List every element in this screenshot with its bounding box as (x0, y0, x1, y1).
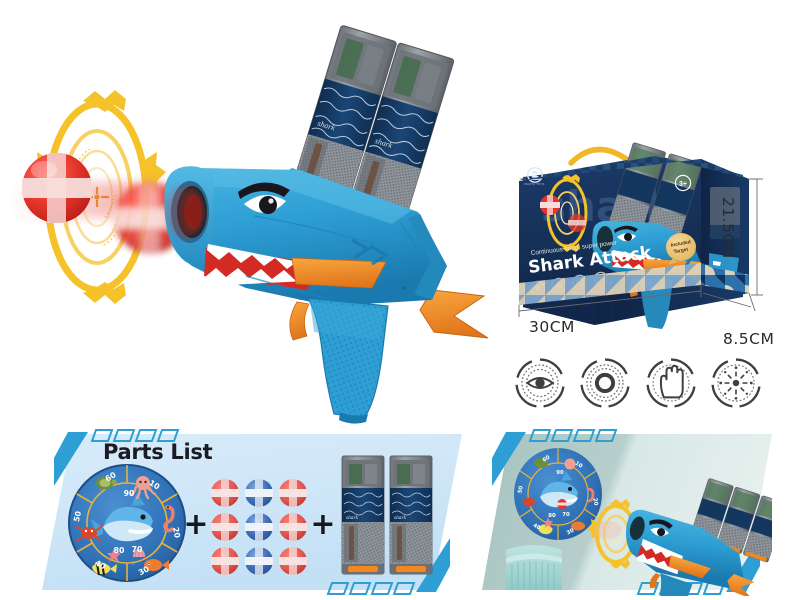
feature-icon-row (513, 355, 763, 410)
box-geometric-pattern (519, 263, 701, 305)
scene-corner-tabs-top (528, 429, 618, 442)
svg-text:90: 90 (556, 470, 564, 476)
corner-stripe-top-left (54, 432, 88, 486)
svg-text:3+: 3+ (679, 181, 687, 188)
svg-text:70: 70 (562, 512, 570, 518)
shark-eye (238, 182, 290, 214)
svg-text:30: 30 (566, 528, 576, 537)
parts-foam-balls (211, 479, 307, 575)
burst-power-icon (711, 357, 761, 408)
svg-text:70: 70 (132, 545, 143, 554)
svg-text:50: 50 (72, 510, 83, 523)
blaster-body (164, 166, 447, 306)
svg-text:20: 20 (171, 526, 182, 539)
box-right-side (701, 159, 749, 293)
parts-list-panel: 60 10 20 30 40 50 90 80 70 + (42, 429, 462, 595)
scene-blaster-firing (626, 478, 772, 596)
svg-text:90: 90 (124, 489, 135, 498)
foam-ball-lead (22, 153, 92, 223)
plus-sign-2: + (310, 507, 335, 542)
corner-tabs-top (90, 429, 180, 442)
target-sea-creatures (75, 476, 175, 576)
rapid-fire-icon (580, 357, 630, 408)
scene-corner-stripe-top-left (492, 432, 526, 486)
parts-target-board: 60 10 20 30 40 50 90 80 70 (68, 464, 186, 582)
svg-text:shark: shark (394, 515, 407, 521)
scene-table-prop (506, 545, 562, 590)
easy-grip-icon (646, 357, 696, 408)
svg-text:40: 40 (532, 523, 542, 532)
dimension-height-label: 21.5CM (719, 197, 737, 259)
svg-text:10: 10 (574, 461, 584, 470)
brand-name-text: XIAOYU TOYS (524, 182, 544, 186)
corner-tabs-bottom (326, 582, 416, 595)
action-scene-panel: 60 10 20 30 40 50 90 80 70 (482, 429, 772, 596)
box-top-face-final (519, 156, 749, 181)
package-front-face: shark (519, 142, 717, 329)
hero-blaster-illustration: shark (10, 25, 489, 424)
dimension-guides (518, 178, 763, 317)
precision-aim-icon (515, 357, 565, 408)
brand-logo-icon (527, 167, 543, 183)
svg-text:50: 50 (517, 485, 524, 494)
blaster-grip[interactable] (305, 297, 389, 424)
dimension-depth-label: 8.5CM (723, 330, 775, 348)
shark-tail-fin (419, 289, 489, 339)
age-rating-badge: 3+ (674, 174, 692, 192)
svg-text:80: 80 (548, 513, 556, 519)
parts-list-title: Parts List (103, 440, 213, 464)
target-shark-graphic (89, 493, 153, 542)
svg-text:Target: Target (673, 247, 689, 256)
box-carry-handle (568, 146, 632, 166)
included-target-badge: Included Target (666, 233, 696, 265)
corner-stripe-bottom-right (416, 538, 450, 592)
svg-text:60: 60 (542, 454, 552, 463)
scene-wall-target: 60 10 20 30 40 50 90 80 70 (514, 448, 602, 540)
svg-text:20: 20 (591, 498, 598, 507)
shark-mouth (204, 244, 312, 290)
box-ball-art (540, 195, 586, 232)
plus-sign-1: + (183, 507, 208, 542)
svg-text:Included: Included (670, 239, 691, 248)
svg-text:80: 80 (114, 546, 125, 555)
svg-text:shark: shark (346, 515, 359, 521)
blaster-trigger[interactable] (289, 301, 310, 341)
parts-magazines: shark shark (341, 455, 433, 575)
retail-package-box: shark (518, 142, 763, 329)
dimension-width-label: 30CM (529, 318, 575, 336)
